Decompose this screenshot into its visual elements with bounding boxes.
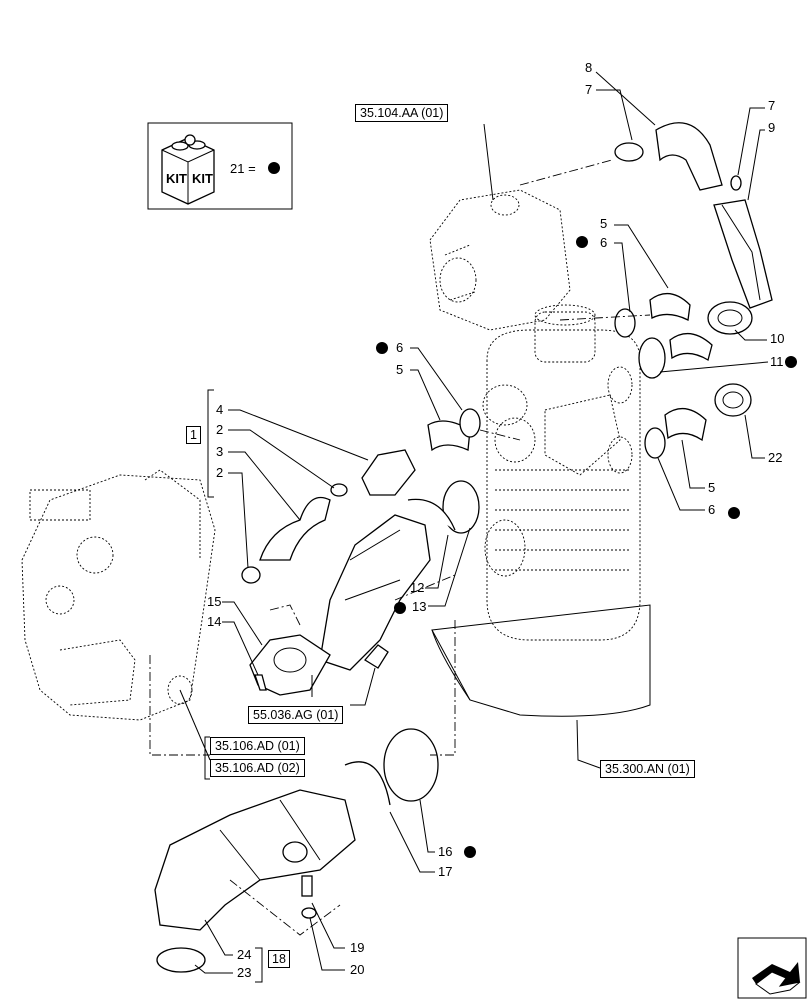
elbow-part-lower	[154, 789, 356, 931]
callout-2-upper: 2	[216, 422, 223, 437]
ref-label-35-300-an[interactable]: 35.300.AN (01)	[600, 760, 695, 778]
half-clamp-5c	[664, 408, 707, 442]
half-clamp-5d	[427, 420, 471, 452]
o-ring-23	[156, 947, 206, 973]
o-ring-16	[383, 728, 439, 802]
ring-part-17	[344, 761, 391, 806]
elbow-hose-part-8	[655, 122, 723, 191]
callout-5-left: 5	[396, 362, 403, 377]
callout-17: 17	[438, 864, 452, 879]
group-label-18: 18	[268, 950, 290, 968]
callout-4: 4	[216, 402, 223, 417]
kit-dot-icon	[268, 162, 280, 174]
o-ring-11	[638, 337, 666, 379]
kit-indicator-dots	[376, 236, 797, 858]
callout-19: 19	[350, 940, 364, 955]
callout-6-right: 6	[708, 502, 715, 517]
o-ring-6c	[644, 427, 666, 459]
callout-5-top: 5	[600, 216, 607, 231]
bolt-part-19	[301, 875, 313, 897]
washer-part-20	[301, 907, 317, 919]
clamp-part-2b	[241, 566, 261, 584]
kit-label-left: KIT	[166, 171, 187, 186]
hydraulic-pump	[21, 469, 216, 721]
navigation-arrow-icon[interactable]	[737, 937, 807, 999]
o-ring-6d	[459, 408, 481, 438]
bolt-part-14	[254, 674, 267, 691]
o-ring-13	[442, 480, 480, 534]
ring-part-12	[407, 498, 456, 531]
callout-10: 10	[770, 331, 784, 346]
o-ring-6a	[614, 308, 636, 338]
lower-pipe-kit	[154, 728, 439, 973]
fitting-part-4	[361, 449, 416, 496]
callout-6-left: 6	[396, 340, 403, 355]
leader-lines	[149, 71, 769, 974]
elbow-part-upper	[319, 514, 431, 671]
hose-part-3	[259, 496, 331, 561]
callout-7-right: 7	[768, 98, 775, 113]
left-pipe-kit	[241, 408, 481, 696]
upper-pipe-assembly	[614, 122, 773, 459]
ref-label-35-106-ad-01[interactable]: 35.106.AD (01)	[210, 737, 305, 755]
group-bracket-1	[207, 389, 214, 498]
group-label-1: 1	[186, 426, 201, 444]
fitting-part-22	[714, 383, 752, 417]
callout-7-left: 7	[585, 82, 592, 97]
callout-6-top: 6	[600, 235, 607, 250]
callout-8: 8	[585, 60, 592, 75]
callout-16: 16	[438, 844, 452, 859]
kit-legend: KIT KIT 21 =	[147, 122, 293, 210]
callout-20: 20	[350, 962, 364, 977]
pipe-part-9	[713, 199, 773, 309]
kit-label-right: KIT	[192, 171, 213, 186]
ref-label-35-106-ad-02[interactable]: 35.106.AD (02)	[210, 759, 305, 777]
kit-equation: 21 =	[230, 161, 256, 176]
ref-label-35-104-aa[interactable]: 35.104.AA (01)	[355, 104, 449, 122]
callout-14: 14	[207, 614, 221, 629]
callout-11: 11	[770, 354, 784, 369]
filter-housing	[431, 304, 651, 717]
fitting-part-10	[707, 301, 753, 335]
callout-13: 13	[412, 599, 426, 614]
callout-9: 9	[768, 120, 775, 135]
group-bracket-18	[255, 947, 263, 983]
fitting-55-036	[364, 644, 389, 669]
callout-22: 22	[768, 450, 782, 465]
hose-clamp-part-7	[614, 142, 644, 162]
callout-5-right: 5	[708, 480, 715, 495]
callout-3: 3	[216, 444, 223, 459]
callout-2-lower: 2	[216, 465, 223, 480]
callout-23: 23	[237, 965, 251, 980]
kit-box-icon: KIT KIT	[161, 134, 215, 205]
auxiliary-motor	[429, 189, 571, 331]
callout-24: 24	[237, 947, 251, 962]
callout-numbers: 8 7 7 9 5 6 10 11 22 5 6 6 5 4 2 3 2 12 …	[207, 60, 784, 980]
ref-bracket-35-106	[204, 736, 210, 780]
callout-15: 15	[207, 594, 221, 609]
half-clamp-5a	[649, 293, 691, 321]
half-clamp-5b	[669, 333, 713, 362]
clamp-part-2a	[330, 483, 348, 497]
ref-label-55-036-ag[interactable]: 55.036.AG (01)	[248, 706, 344, 724]
callout-12: 12	[410, 580, 424, 595]
